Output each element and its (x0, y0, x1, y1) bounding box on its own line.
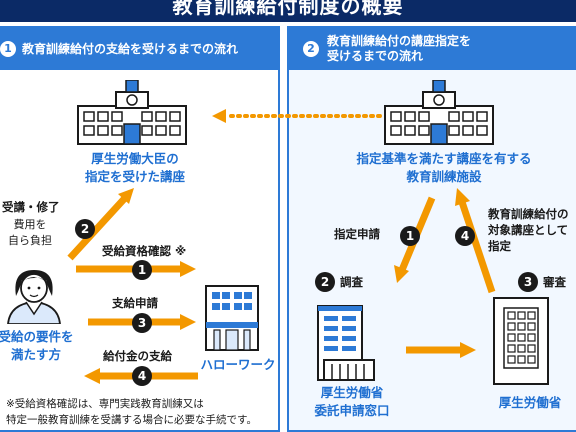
step-2-badge-right: 2 (315, 272, 335, 292)
step-1-badge: 1 (132, 260, 152, 280)
footnote: ※受給資格確認は、専門実践教育訓練又は 特定一般教育訓練を受講する場合に必要な手… (6, 398, 257, 426)
consignment-office-building-icon (317, 305, 375, 381)
school-building-icon (77, 80, 187, 145)
school-building-icon (384, 80, 494, 145)
step-3-badge: 3 (132, 313, 152, 333)
designation-notice-arrow (455, 188, 496, 294)
designation-notice-label: 教育訓練給付の 対象講座として 指定 (488, 207, 569, 253)
forward-to-ministry-arrow (406, 342, 476, 358)
hello-work-caption: ハローワーク (200, 357, 276, 372)
designated-course-caption: 厚生労働大臣の 指定を受けた講座 (84, 151, 185, 184)
step-3-badge-right: 3 (518, 272, 538, 292)
ministry-building-icon (493, 297, 549, 385)
section-number-2: 2 (303, 41, 319, 57)
consignment-office-caption: 厚生労働省 委託申請窓口 (314, 385, 390, 418)
designation-dotted-arrow (212, 109, 382, 123)
section-number-1: 1 (0, 41, 16, 57)
person-icon (7, 270, 61, 324)
benefit-payment-label: 給付金の支給 (103, 349, 172, 363)
attend-complete-label: 受講・修了 (2, 200, 60, 214)
attend-course-arrow (67, 188, 134, 261)
self-pay-label: 費用を 自ら負担 (8, 218, 52, 247)
step-1-badge-right: 1 (400, 226, 420, 246)
designation-application-label: 指定申請 (334, 227, 380, 241)
page-title: 教育訓練給付制度の概要 (172, 0, 404, 18)
left-panel-header: 1 教育訓練給付の支給を受けるまでの流れ (0, 28, 278, 70)
review-label: 審査 (543, 275, 566, 289)
right-panel-header: 2 教育訓練給付の講座指定を 受けるまでの流れ (289, 28, 576, 70)
hello-work-building-icon (205, 285, 259, 351)
payment-application-label: 支給申請 (112, 296, 158, 310)
right-panel-title: 教育訓練給付の講座指定を 受けるまでの流れ (327, 34, 472, 63)
survey-label: 調査 (340, 275, 363, 289)
step-2-badge: 2 (75, 219, 95, 239)
title-bar: 教育訓練給付制度の概要 (0, 0, 576, 22)
step-4-badge: 4 (132, 366, 152, 386)
eligibility-check-label: 受給資格確認 ※ (102, 244, 187, 258)
eligible-person-caption: 受給の要件を 満たす方 (0, 329, 74, 362)
ministry-caption: 厚生労働省 (498, 395, 562, 410)
eligibility-check-arrow (76, 261, 196, 277)
training-facility-caption: 指定基準を満たす講座を有する 教育訓練施設 (356, 151, 532, 184)
left-panel-title: 教育訓練給付の支給を受けるまでの流れ (22, 42, 239, 56)
step-4-badge-right: 4 (455, 226, 475, 246)
